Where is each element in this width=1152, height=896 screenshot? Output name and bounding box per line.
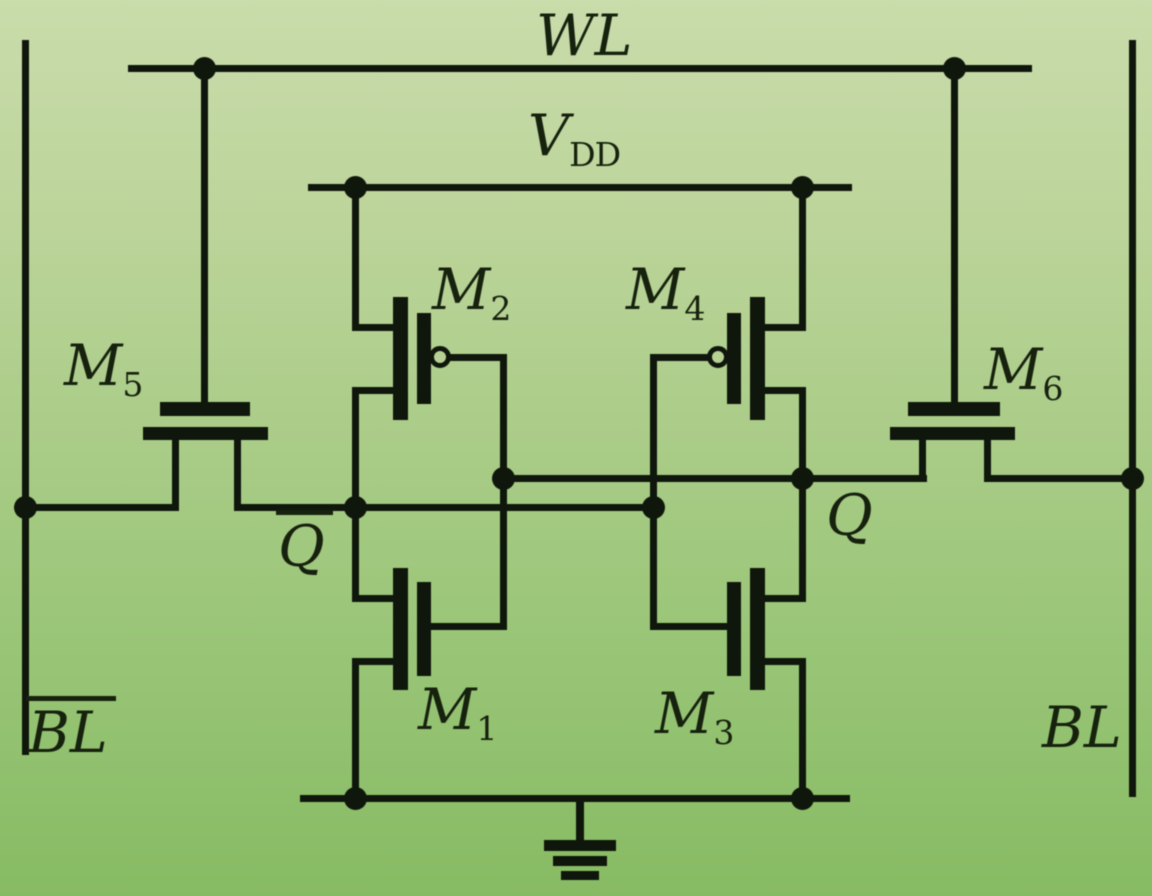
m1-gate-lead bbox=[431, 623, 507, 630]
m1-label: M1 bbox=[418, 677, 497, 749]
m6-channel-bar bbox=[890, 427, 1015, 440]
ground-icon bbox=[544, 840, 616, 851]
blbar-label: BL bbox=[26, 696, 116, 762]
bl-label: BL bbox=[1042, 695, 1122, 761]
m1-drain-jog bbox=[352, 595, 400, 602]
wl-label: WL bbox=[536, 3, 633, 69]
m5-left-lead bbox=[172, 437, 179, 511]
m6-gate-vertical bbox=[951, 68, 958, 405]
m5-right-lead bbox=[234, 437, 241, 511]
m3-gate-bar bbox=[727, 582, 741, 676]
m1-source-jog bbox=[352, 658, 400, 665]
m3-source-jog bbox=[758, 658, 806, 665]
m2-channel-bar bbox=[393, 297, 408, 420]
q-label: Q bbox=[826, 483, 873, 549]
bitline-vertical bbox=[1129, 40, 1136, 797]
qbar-to-blbar-wire bbox=[25, 504, 176, 511]
vdd-right-junction-dot bbox=[791, 176, 814, 199]
m2-drain-vertical bbox=[352, 387, 359, 602]
m5-channel-bar bbox=[143, 427, 268, 440]
m3-gate-lead bbox=[650, 623, 727, 630]
m6-label: M6 bbox=[984, 337, 1063, 409]
qbar-label: Q bbox=[276, 510, 333, 576]
m4-drain-vertical bbox=[799, 387, 806, 602]
m5-label: M5 bbox=[64, 333, 143, 405]
m4-pmos-bubble-icon bbox=[707, 346, 729, 368]
m2-gate-lead bbox=[448, 354, 507, 361]
ground-icon-bar3 bbox=[561, 871, 599, 880]
vdd-label: VDD bbox=[528, 103, 621, 175]
vdd-rail bbox=[308, 184, 852, 191]
m5-gate-vertical bbox=[201, 68, 208, 405]
m5-gate-bar bbox=[160, 402, 250, 416]
ground-stem bbox=[576, 799, 584, 844]
m6-right-lead bbox=[984, 437, 991, 482]
m3-drain-jog bbox=[758, 595, 806, 602]
m2-gate-bar bbox=[417, 313, 431, 404]
m6-gate-bar bbox=[908, 402, 1000, 416]
m4-channel-bar bbox=[750, 297, 765, 420]
ground-icon-bar2 bbox=[553, 856, 607, 866]
gnd-rail bbox=[300, 795, 850, 802]
m4-source-vertical bbox=[799, 188, 806, 331]
m4-source-jog bbox=[758, 324, 806, 331]
blbar-junction-dot bbox=[14, 496, 37, 519]
m4-label: M4 bbox=[626, 257, 705, 329]
m4-m3-gate-vertical bbox=[650, 354, 657, 630]
q-wire bbox=[500, 475, 927, 482]
m1-gate-bar bbox=[417, 582, 431, 676]
m4-drain-jog bbox=[758, 387, 806, 394]
m3-label: M3 bbox=[655, 681, 734, 753]
vdd-left-junction-dot bbox=[344, 176, 367, 199]
m6-left-lead bbox=[919, 437, 926, 482]
m2-drain-jog bbox=[352, 387, 400, 394]
bl-junction-dot bbox=[1121, 467, 1144, 490]
m1-channel-bar bbox=[393, 568, 408, 690]
q-to-bl-wire bbox=[986, 475, 1136, 482]
m2-source-vertical bbox=[352, 188, 359, 331]
qbar-wire bbox=[234, 504, 657, 511]
m1-source-vertical bbox=[352, 658, 359, 802]
m4-gate-bar bbox=[727, 313, 741, 404]
m2-label: M2 bbox=[432, 257, 511, 329]
m4-gate-lead bbox=[650, 354, 710, 361]
m2-m1-gate-vertical bbox=[500, 354, 507, 630]
m3-channel-bar bbox=[750, 568, 765, 690]
wl-rail bbox=[128, 65, 1032, 72]
m3-source-vertical bbox=[799, 658, 806, 802]
bitline-bar-vertical bbox=[22, 40, 29, 755]
m2-source-jog bbox=[352, 324, 400, 331]
